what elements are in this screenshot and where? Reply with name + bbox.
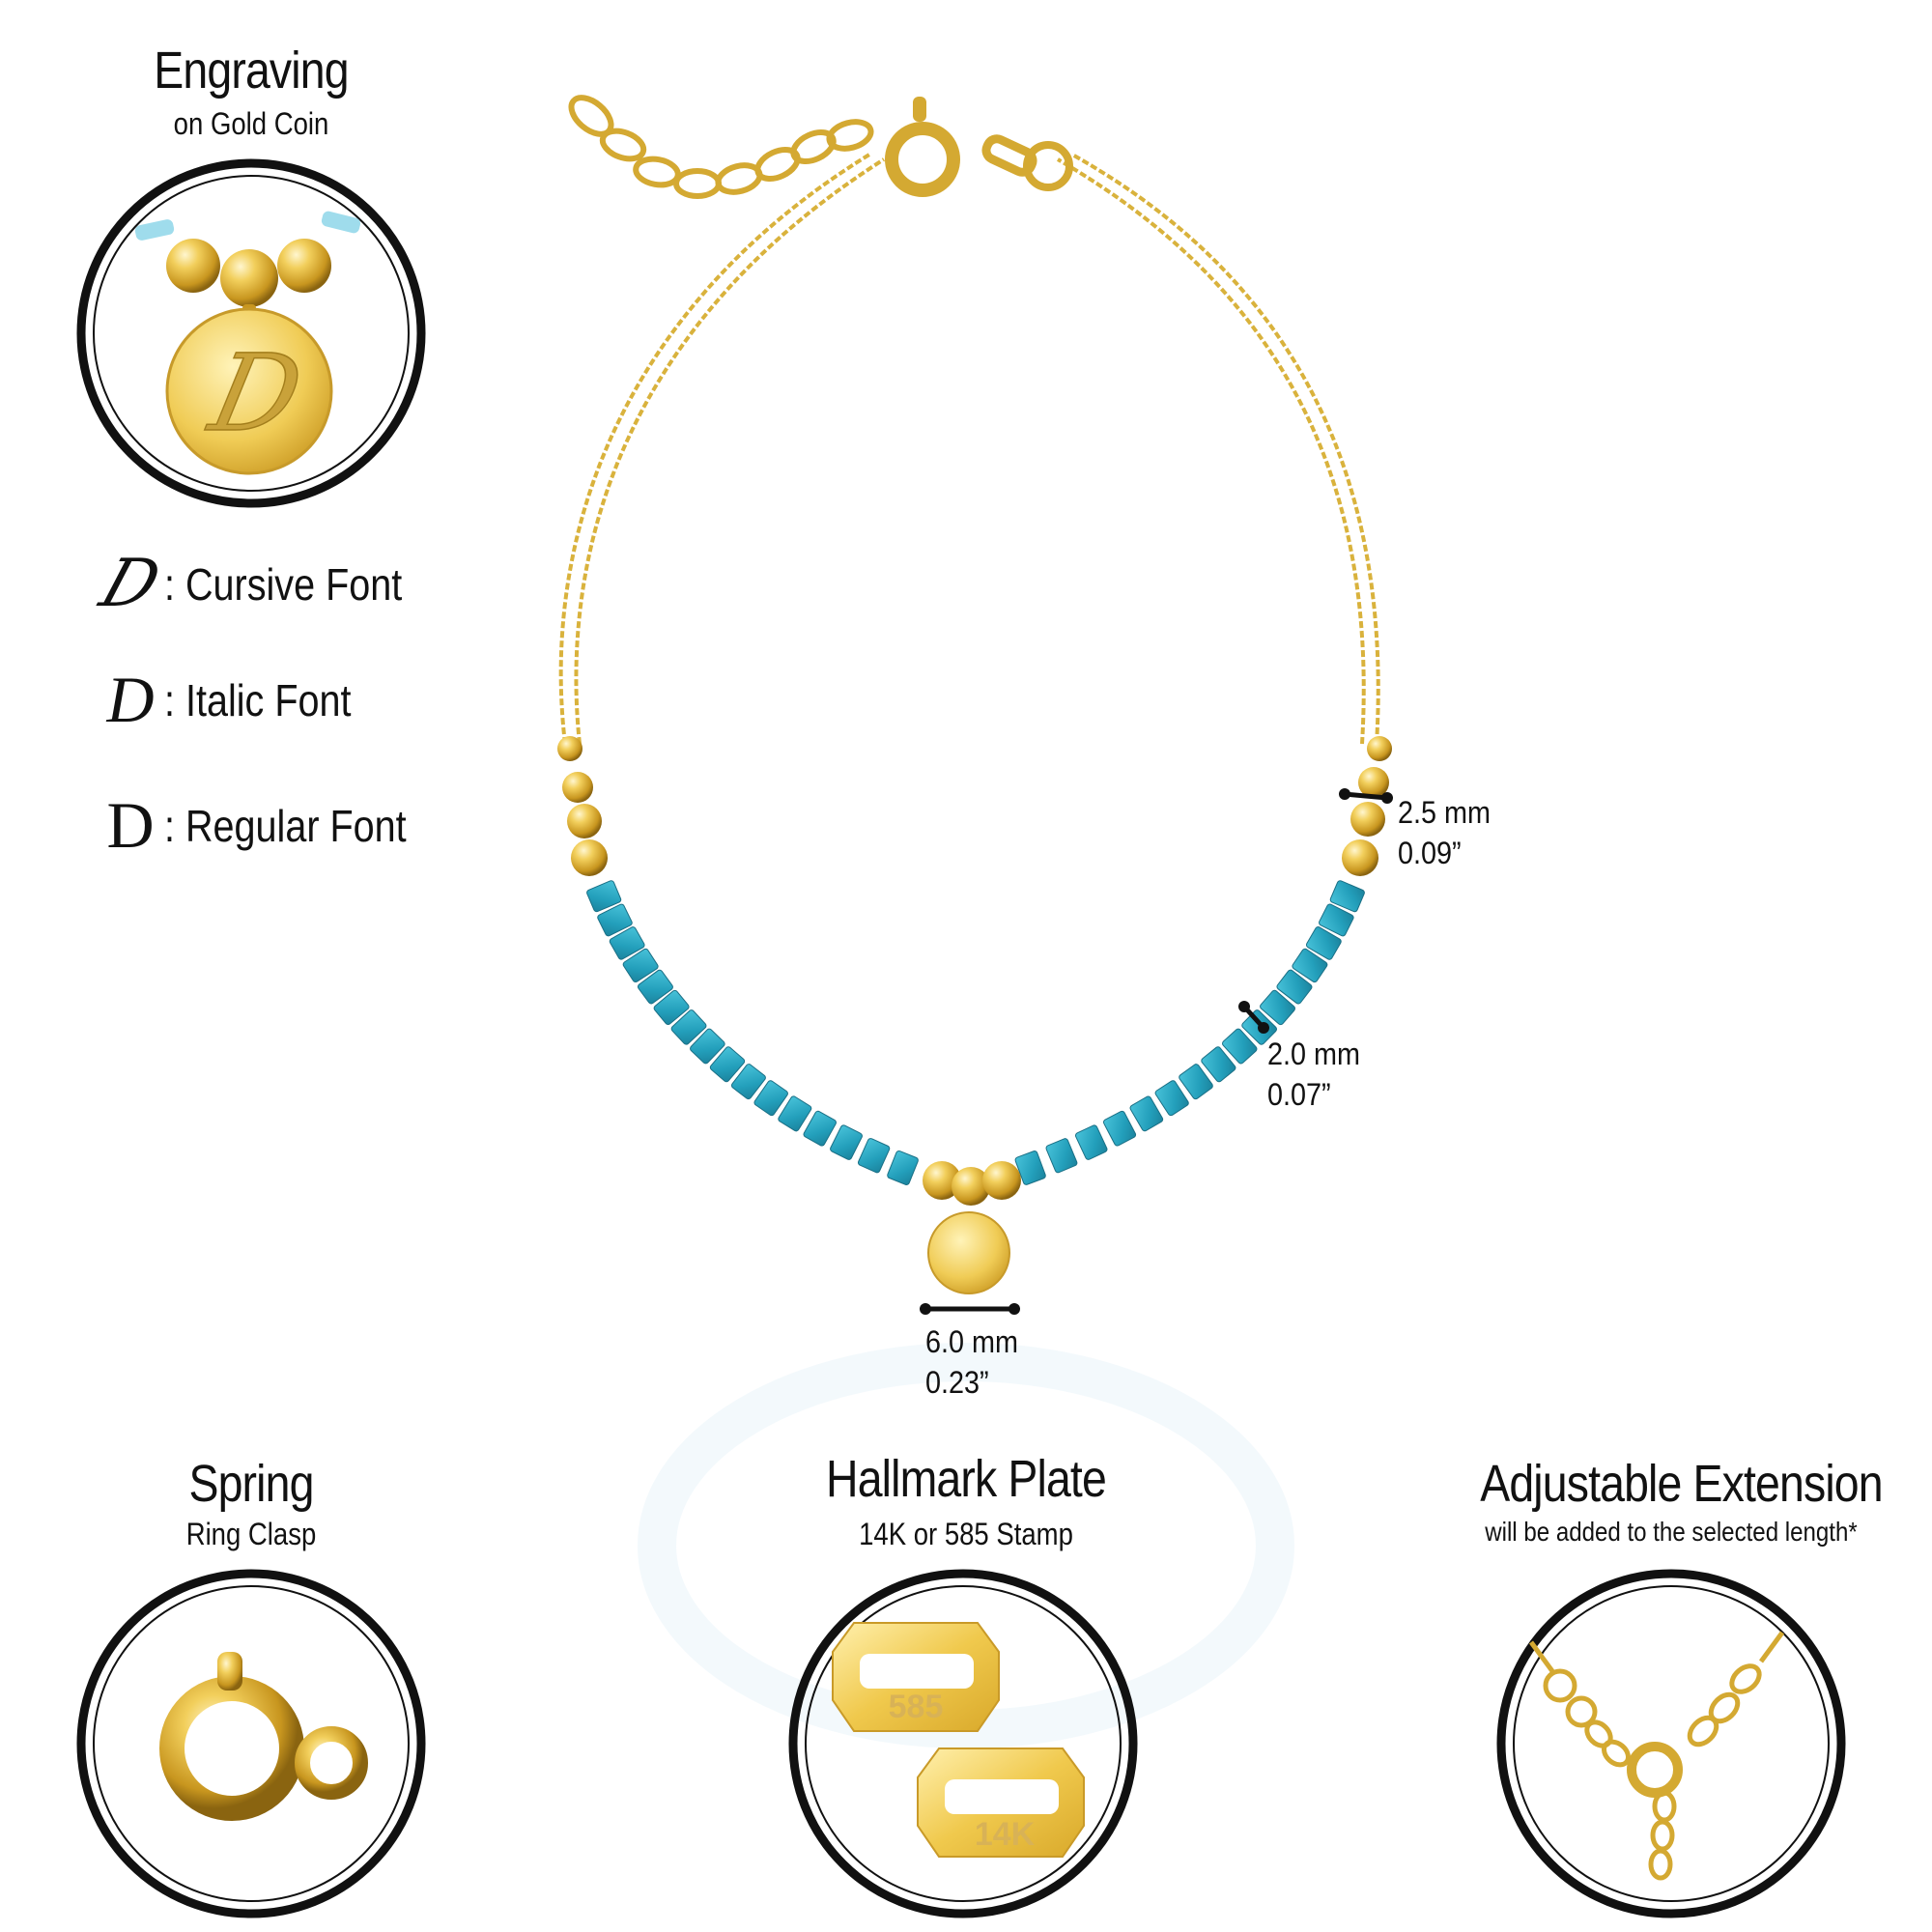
tube-in: 0.07”: [1267, 1077, 1331, 1112]
turquoise-bead: [321, 211, 361, 234]
turquoise-tube-bead: [857, 1138, 891, 1174]
right-gold-beads: [1342, 736, 1392, 876]
turquoise-tube-bead: [609, 926, 645, 960]
bead-mm: 2.5 mm: [1398, 795, 1492, 830]
turquoise-tube-bead: [670, 1009, 707, 1045]
hallmark-title: Hallmark Plate: [826, 1450, 1107, 1508]
italic-label: : Italic Font: [164, 674, 352, 725]
coin-dimension: 6.0 mm 0.23”: [925, 1321, 1018, 1403]
turquoise-bead: [134, 219, 175, 241]
font-option-regular: D : Regular Font: [97, 787, 445, 864]
turquoise-tube-bead: [1154, 1080, 1189, 1117]
measure-marker-dots: [920, 788, 1393, 1315]
turquoise-tube-bead: [1045, 1138, 1078, 1174]
outer-ring: [788, 1569, 1138, 1918]
gold-coin: [165, 307, 333, 475]
turquoise-tube-bead: [622, 948, 659, 983]
italic-glyph: D: [106, 663, 155, 736]
regular-glyph: D: [106, 788, 155, 862]
turquoise-tube-bead: [1014, 1151, 1046, 1185]
turquoise-tube-bead: [1075, 1124, 1108, 1160]
clasp-subtitle: Ring Clasp: [185, 1517, 317, 1551]
turquoise-tube-bead: [1276, 969, 1313, 1005]
font-option-italic: D : Italic Font: [97, 662, 382, 738]
turquoise-tube-bead: [887, 1150, 919, 1185]
turquoise-tube-bead: [1179, 1064, 1213, 1100]
clasp-tag-ring: [295, 1726, 368, 1800]
clasp-title: Spring: [188, 1455, 314, 1513]
engraving-coin-illustration: D: [76, 158, 426, 508]
regular-label: : Regular Font: [164, 800, 407, 851]
engraving-title: Engraving: [154, 42, 349, 99]
turquoise-tube-bead: [1260, 989, 1296, 1026]
inner-ring: [1513, 1585, 1830, 1902]
gold-bead: [220, 249, 278, 307]
outer-ring: [76, 158, 426, 508]
tube-dimension: 2.0 mm 0.07”: [1267, 1034, 1360, 1115]
turquoise-tube-bead: [830, 1124, 863, 1160]
gold-bead: [166, 239, 220, 293]
clasp-illustration: [76, 1569, 426, 1918]
turquoise-tube-bead: [586, 880, 622, 913]
coin-mm: 6.0 mm: [925, 1324, 1019, 1359]
cursive-label: : Cursive Font: [164, 558, 403, 610]
turquoise-tube-bead: [597, 903, 633, 937]
stamp-585-text: 585: [889, 1689, 944, 1725]
outer-ring: [1496, 1569, 1846, 1918]
inner-ring: [805, 1585, 1122, 1902]
turquoise-tube-bead: [1222, 1028, 1258, 1065]
turquoise-tube-bead: [753, 1080, 788, 1117]
pendant-coin: [927, 1211, 1010, 1294]
hallmark-plate-14k: 14K: [917, 1747, 1085, 1858]
font-option-cursive: D : Cursive Font: [92, 546, 440, 622]
inner-ring: [93, 1585, 410, 1902]
extension-title: Adjustable Extension: [1480, 1455, 1883, 1513]
coin-in: 0.23”: [925, 1365, 989, 1400]
clasp-lever: [217, 1652, 242, 1690]
turquoise-beads: [586, 880, 1365, 1185]
inner-ring: [93, 175, 410, 492]
turquoise-tube-bead: [709, 1046, 746, 1083]
stamp-14k-text: 14K: [975, 1816, 1036, 1853]
spring-ring-clasp: [885, 97, 1073, 197]
turquoise-tube-bead: [1305, 926, 1342, 960]
engraving-subtitle: on Gold Coin: [173, 106, 329, 141]
bracelet-chain: [558, 153, 1380, 745]
turquoise-tube-bead: [803, 1110, 837, 1147]
turquoise-tube-bead: [1319, 903, 1354, 937]
tube-mm: 2.0 mm: [1267, 1037, 1361, 1071]
turquoise-tube-bead: [1292, 948, 1328, 983]
turquoise-tube-bead: [690, 1028, 725, 1065]
extension-illustration: [1496, 1569, 1846, 1918]
turquoise-tube-bead: [1329, 880, 1365, 913]
turquoise-tube-bead: [1129, 1095, 1164, 1132]
extension-subtitle: will be added to the selected length*: [1485, 1517, 1858, 1547]
extension-chain: [568, 95, 874, 199]
gold-bead: [277, 239, 331, 293]
turquoise-tube-bead: [1103, 1110, 1137, 1147]
hallmark-subtitle: 14K or 585 Stamp: [859, 1517, 1073, 1551]
turquoise-tube-bead: [1201, 1046, 1236, 1083]
center-gold-beads: [923, 1161, 1021, 1206]
bead-in: 0.09”: [1398, 836, 1462, 870]
hallmark-plate-585: 585: [832, 1622, 1000, 1732]
clasp-ring: [159, 1676, 304, 1821]
turquoise-tube-bead: [778, 1095, 812, 1132]
outer-ring: [76, 1569, 426, 1918]
extension-links: [1528, 1631, 1785, 1881]
turquoise-tube-bead: [653, 989, 690, 1026]
bead-dimension: 2.5 mm 0.09”: [1398, 792, 1491, 873]
turquoise-tube-bead: [730, 1064, 766, 1100]
turquoise-tube-bead: [637, 969, 673, 1005]
left-gold-beads: [557, 736, 608, 876]
hallmark-illustration: 585 14K: [788, 1569, 1138, 1918]
